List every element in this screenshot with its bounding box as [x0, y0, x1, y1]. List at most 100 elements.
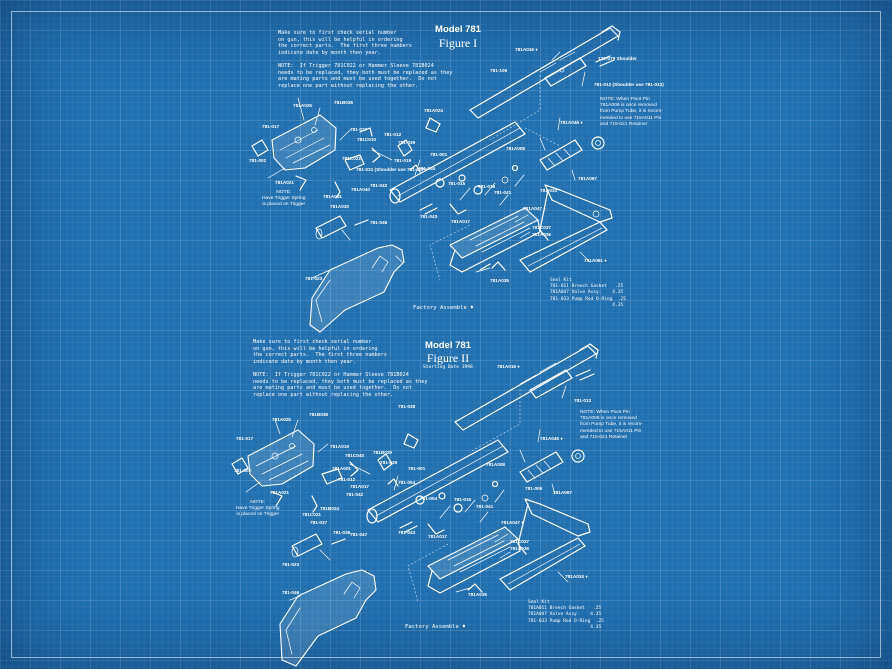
small-parts: [316, 56, 614, 270]
part-label: 781-004: [418, 166, 436, 171]
figure-title: Figure II: [426, 351, 470, 365]
part-label: 781-034: [540, 188, 558, 193]
model-title: Model 781: [435, 24, 481, 35]
seal-kit-table: Seal Kit 781A011 Breech Gasket .25 781A0…: [528, 600, 604, 630]
blueprint-border: [11, 11, 881, 658]
part-label: 781A017: [428, 534, 448, 539]
part-label: 781-039: [380, 460, 398, 465]
part-label: 781A001: [332, 466, 352, 471]
part-label: 781A025: [293, 103, 313, 108]
barrel-assembly: [367, 344, 598, 523]
part-label: 781-012: [338, 477, 356, 482]
exploded-view-drawing: [0, 334, 892, 668]
part-label: 781C010: [357, 137, 377, 142]
part-label: 781-004: [420, 496, 438, 501]
part-label: 781-015: [448, 181, 466, 186]
receiver-body: [430, 208, 540, 280]
part-label: 781C040: [345, 453, 365, 458]
part-label: 781-019: [394, 158, 412, 163]
part-label: 781C021: [342, 156, 362, 161]
part-label: 781-047: [350, 532, 368, 537]
part-label: 781A030: [330, 204, 350, 209]
part-label: 781A021: [270, 490, 290, 495]
part-label: 781-012: [384, 132, 402, 137]
part-label: 781A034 ♦: [565, 574, 588, 579]
part-label: 781A025: [272, 417, 292, 422]
part-label: 781-023: [305, 276, 323, 281]
part-label: 130-079 Shoulder: [598, 56, 637, 61]
part-label: 781-038: [398, 404, 416, 409]
factory-assemble-legend: Factory Assemble ♦: [413, 305, 474, 311]
part-label: 781-054: [398, 480, 416, 485]
trigger-group: [252, 115, 336, 190]
part-label: 781A061 ♦: [584, 258, 607, 263]
figure-2: Model 781 Figure II Starting Date 1998 M…: [0, 334, 892, 668]
part-label: 781-002: [249, 158, 267, 163]
part-label: 781-036: [333, 530, 351, 535]
pivot-pin-note: NOTE: When Pivot Pin 781A006 is once rem…: [600, 97, 663, 127]
part-label: 781-039: [398, 140, 416, 145]
part-label: 781A008: [486, 462, 506, 467]
part-label: 781-002: [234, 468, 252, 473]
trigger-spring-note: NOTE: Have Trigger Spring is placed on T…: [236, 500, 280, 518]
part-label: 781A035: [490, 278, 510, 283]
leader-lines: [268, 52, 590, 278]
part-label: 781A036: [510, 546, 530, 551]
part-label: 781-041: [494, 190, 512, 195]
part-label: 781C037: [510, 539, 530, 544]
part-label: 781-037: [350, 127, 368, 132]
part-label: 781C037: [532, 225, 552, 230]
part-label: 781A019: [330, 444, 350, 449]
part-label: 781A031: [323, 194, 343, 199]
trigger-group: [232, 430, 314, 506]
part-label: 781A017: [451, 219, 471, 224]
figure-1: Model 781 Figure I Make sure to first ch…: [0, 0, 892, 334]
part-label: 781A046 ♦: [540, 436, 563, 441]
part-label: 781-106: [490, 68, 508, 73]
part-label: 781-001: [430, 152, 448, 157]
part-label: 781A035: [468, 592, 488, 597]
part-label: 781A016 ♦: [497, 364, 520, 369]
pivot-pin-note: NOTE: When Pivot Pin 781A006 is once rem…: [580, 410, 643, 440]
ordering-note: Make sure to first check serial number o…: [278, 30, 453, 89]
part-label: 781A024: [424, 108, 444, 113]
receiver-body: [408, 527, 520, 602]
part-label: 781C021: [302, 512, 322, 517]
starting-date: Starting Date 1998: [423, 365, 473, 370]
trigger-spring-note: NOTE: Have Trigger Spring is placed on T…: [262, 190, 306, 208]
part-label: 781-012: [574, 398, 592, 403]
part-label: 781-001: [408, 466, 426, 471]
part-label: 781-017: [262, 124, 280, 129]
model-title: Model 781: [425, 340, 471, 351]
part-label: 781-046: [282, 590, 300, 595]
part-label: 781-046: [370, 220, 388, 225]
part-label: 781-037: [310, 520, 328, 525]
part-label: 781-006: [525, 486, 543, 491]
exploded-view-drawing: [0, 0, 892, 334]
part-label: 781-043: [398, 530, 416, 535]
part-label: 781B038: [309, 412, 329, 417]
part-label: 781-023: [282, 562, 300, 567]
gun-stock: [280, 570, 376, 666]
part-label: 781B036: [334, 100, 354, 105]
part-label: 781A047 ♦: [501, 520, 524, 525]
part-label: 781-042: [346, 492, 364, 497]
small-parts: [292, 370, 594, 592]
part-label: 781B029: [373, 450, 393, 455]
part-label: 781A047 ♦: [523, 206, 546, 211]
part-label: 781-031 (Shoulder use 781-047): [356, 167, 426, 172]
part-label: 781-043: [420, 214, 438, 219]
part-label: 781A016 ♦: [515, 47, 538, 52]
part-label: 781A021: [275, 180, 295, 185]
part-label: 781A046 ♦: [560, 120, 583, 125]
gun-stock: [310, 245, 404, 332]
ordering-note: Make sure to first check serial number o…: [253, 339, 428, 398]
part-label: 781A008: [506, 146, 526, 151]
part-label: 781-017: [236, 436, 254, 441]
part-label: 781-042: [370, 183, 388, 188]
leader-lines: [246, 386, 568, 600]
part-label: 781A036: [532, 232, 552, 237]
barrel-assembly: [390, 26, 620, 203]
part-label: 781A040: [351, 187, 371, 192]
